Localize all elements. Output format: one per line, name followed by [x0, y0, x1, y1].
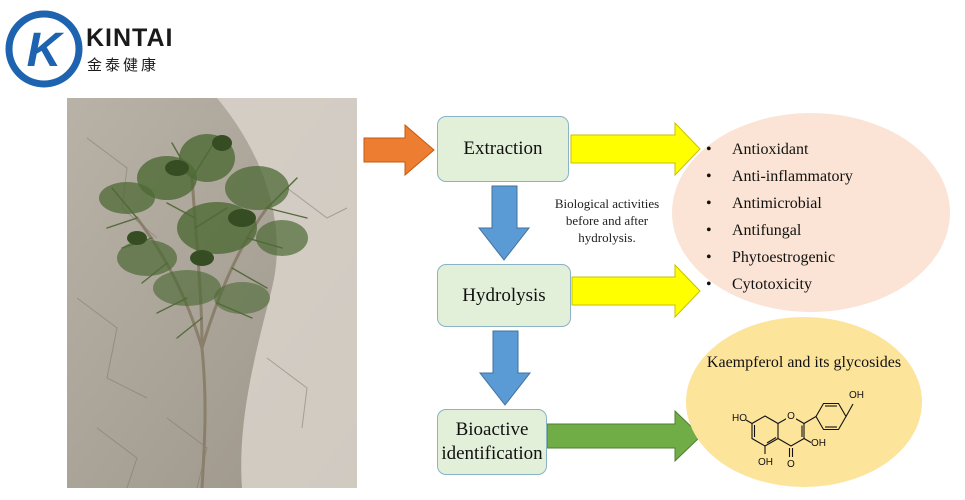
extraction-step-box: Extraction	[437, 116, 569, 182]
bullet: •	[706, 249, 712, 266]
svg-text:K: K	[27, 24, 65, 77]
bioactive-identification-step-box: Bioactive identification	[437, 409, 547, 475]
oh-label-bottom: OH	[758, 457, 773, 468]
activity-label: Phytoestrogenic	[732, 249, 836, 266]
hydrolysis-step-box: Hydrolysis	[437, 264, 571, 327]
plant-photo	[67, 98, 357, 488]
oh-label-left: HO	[732, 413, 747, 424]
hydrolysis-label: Hydrolysis	[462, 284, 546, 306]
activity-label: Antimicrobial	[732, 195, 822, 212]
activity-label: Antifungal	[732, 222, 802, 239]
yellow-arrow-middle	[571, 263, 701, 319]
oh-label-ring-c: OH	[811, 438, 826, 449]
activity-item: • Antimicrobial	[706, 194, 853, 221]
activity-label: Cytotoxicity	[732, 276, 812, 293]
biological-activities-note: Biological activities before and after h…	[554, 196, 660, 245]
bullet: •	[706, 222, 712, 239]
activity-item: • Cytotoxicity	[706, 275, 853, 302]
brand-name: KINTAI	[86, 24, 174, 52]
bullet: •	[706, 141, 712, 158]
bioactive-identification-label: Bioactive identification	[441, 419, 543, 464]
kintai-logo-icon: K	[5, 10, 83, 88]
activities-list: • Antioxidant • Anti-inflammatory • Antimic…	[706, 140, 853, 302]
bullet: •	[706, 195, 712, 212]
extraction-label: Extraction	[463, 138, 543, 160]
activity-item: • Antioxidant	[706, 140, 853, 167]
bullet: •	[706, 168, 712, 185]
activity-item: • Anti-inflammatory	[706, 167, 853, 194]
kaempferol-structure-icon: O OH HO OH OH O	[732, 390, 864, 470]
compound-ellipse	[686, 317, 922, 487]
blue-arrow-down-2	[478, 330, 532, 406]
yellow-arrow-top	[570, 121, 701, 177]
bullet: •	[706, 276, 712, 293]
green-arrow	[546, 409, 702, 463]
activities-ellipse	[672, 113, 950, 312]
compound-title: Kaempferol and its glycosides	[706, 354, 902, 371]
oh-label-top-right: OH	[849, 390, 864, 401]
activity-label: Antioxidant	[732, 141, 809, 158]
ring-oxygen-label: O	[787, 411, 795, 422]
activity-item: • Antifungal	[706, 221, 853, 248]
blue-arrow-down-1	[477, 185, 531, 261]
orange-arrow	[363, 123, 435, 177]
activity-label: Anti-inflammatory	[732, 168, 853, 185]
carbonyl-oxygen-label: O	[787, 459, 795, 470]
brand-name-chinese: 金泰健康	[87, 56, 160, 74]
activity-item: • Phytoestrogenic	[706, 248, 853, 275]
